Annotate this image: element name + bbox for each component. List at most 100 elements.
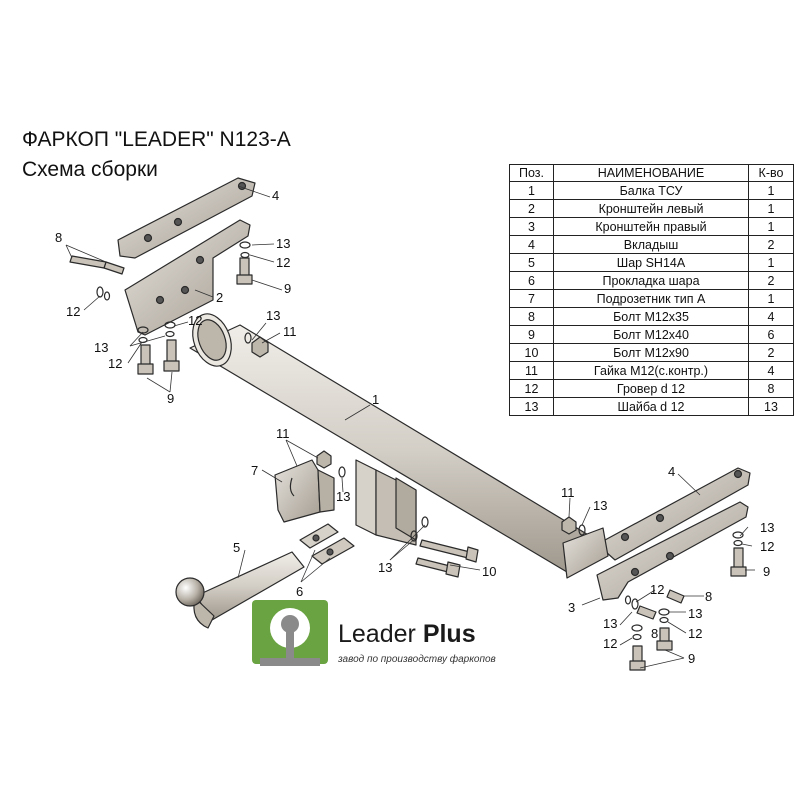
- callout-10: 10: [482, 564, 496, 579]
- callout-6: 6: [296, 584, 303, 599]
- insert-plate-left: [117, 177, 256, 259]
- callout-12: 12: [603, 636, 617, 651]
- cell-pos: 12: [509, 379, 554, 398]
- cell-qty: 13: [748, 397, 794, 416]
- bolt-m12x40: [163, 339, 180, 372]
- callout-13: 13: [760, 520, 774, 535]
- callout-13: 13: [688, 606, 702, 621]
- header-name: НАИМЕНОВАНИЕ: [553, 164, 749, 182]
- bolt-m12x90: [415, 557, 461, 578]
- logo-brand-bold: Plus: [422, 620, 476, 648]
- callout-13: 13: [593, 498, 607, 513]
- cell-name: Болт М12х35: [553, 307, 749, 326]
- callout-3: 3: [568, 600, 575, 615]
- bolt-m12x40: [236, 257, 253, 285]
- callout-13: 13: [276, 236, 290, 251]
- callout-9: 9: [763, 564, 770, 579]
- bolt-m12x35: [666, 589, 685, 604]
- logo-tagline: завод по производству фаркопов: [338, 654, 496, 665]
- callout-4: 4: [668, 464, 675, 479]
- callout-11: 11: [283, 324, 297, 339]
- diagram-subtitle: Схема сборки: [22, 158, 158, 181]
- callout-12: 12: [650, 582, 664, 597]
- nut-m12: [316, 450, 332, 469]
- logo-base: [260, 658, 320, 666]
- lock-washer: [624, 595, 632, 605]
- washer: [338, 466, 346, 478]
- lock-washer: [733, 539, 743, 547]
- cell-pos: 13: [509, 397, 554, 416]
- lock-washer: [632, 633, 642, 641]
- washer: [631, 624, 643, 632]
- callout-11: 11: [561, 485, 575, 500]
- logo-wordmark: Leader Plus: [338, 620, 476, 649]
- callout-13: 13: [603, 616, 617, 631]
- lock-washer: [103, 291, 111, 301]
- washer: [239, 241, 251, 249]
- lock-washer: [240, 251, 250, 259]
- callout-9: 9: [688, 651, 695, 666]
- callout-13: 13: [336, 489, 350, 504]
- washers: [96, 241, 744, 641]
- callout-8: 8: [55, 230, 62, 245]
- bracket-right: [562, 501, 749, 601]
- washer: [631, 598, 639, 610]
- socket-bracket: [274, 459, 335, 523]
- callout-8: 8: [705, 589, 712, 604]
- cell-name: Шайба d 12: [553, 397, 749, 416]
- nut-m12: [561, 516, 577, 535]
- bolt-m12x40: [137, 344, 154, 375]
- callout-1: 1: [372, 392, 379, 407]
- bolt-m12x40: [730, 547, 747, 577]
- washer: [244, 332, 252, 344]
- leader-lines: [65, 185, 755, 669]
- callout-13: 13: [378, 560, 392, 575]
- leader-plus-logo: [252, 600, 328, 666]
- logo-brand: Leader: [338, 620, 416, 648]
- bolt-m12x35: [636, 605, 657, 620]
- washer: [658, 608, 670, 616]
- bolt-m12x40: [656, 627, 673, 651]
- tow-ball: [175, 551, 305, 629]
- bolt-m12x40: [629, 645, 646, 671]
- callout-12: 12: [760, 539, 774, 554]
- bolts: [69, 255, 747, 671]
- logo-ball-icon: [281, 615, 299, 633]
- callout-11: 11: [276, 426, 290, 441]
- bolt-m12x35: [69, 255, 125, 275]
- washer: [96, 286, 104, 298]
- callout-7: 7: [251, 463, 258, 478]
- callout-2: 2: [216, 290, 223, 305]
- hitch-mount-plates: [355, 459, 417, 546]
- callout-13: 13: [266, 308, 280, 323]
- callout-12: 12: [66, 304, 80, 319]
- callout-8: 8: [651, 626, 658, 641]
- washer: [421, 516, 429, 528]
- washer: [732, 531, 744, 539]
- callout-12: 12: [188, 313, 202, 328]
- callout-9: 9: [284, 281, 291, 296]
- logo-neck: [286, 632, 294, 658]
- insert-plate-right: [604, 467, 751, 561]
- cell-name: Гровер d 12: [553, 379, 749, 398]
- callout-12: 12: [108, 356, 122, 371]
- lock-washer: [659, 616, 669, 624]
- callout-labels: 1 2 3 4 4 5 6 7 8 8 8 9 9 9 9 10 11 11 1…: [55, 188, 774, 666]
- washer: [410, 530, 418, 542]
- bolt-m12x90: [419, 539, 479, 563]
- diagram-title: ФАРКОП "LEADER" N123-A: [22, 128, 291, 151]
- washer: [164, 321, 176, 329]
- callout-13: 13: [94, 340, 108, 355]
- cell-name: Кронштейн правый: [553, 217, 749, 236]
- callout-12: 12: [688, 626, 702, 641]
- ball-spacers: [299, 523, 355, 565]
- callout-12: 12: [276, 255, 290, 270]
